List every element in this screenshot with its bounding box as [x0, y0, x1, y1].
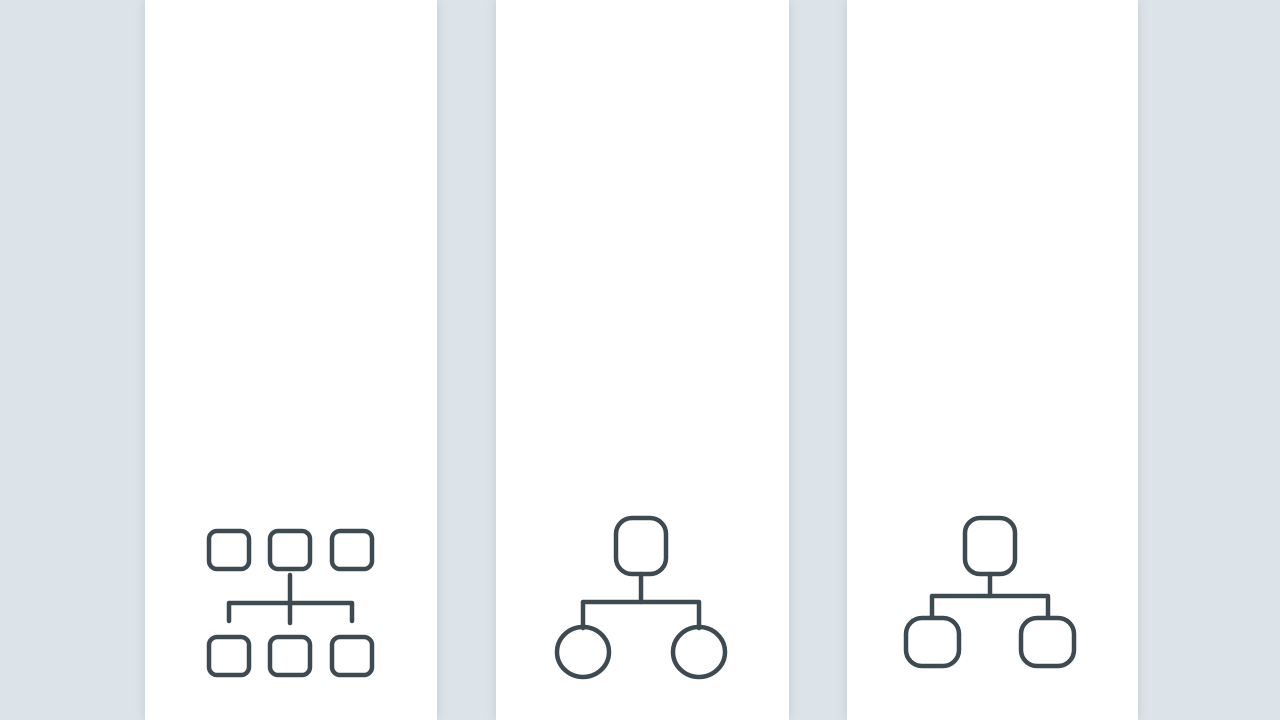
hierarchy-circles-icon — [554, 515, 728, 680]
panel-flat-network — [145, 0, 437, 720]
panel-hierarchy-rounded — [847, 0, 1138, 720]
panel-hierarchy-circles — [496, 0, 789, 720]
flat-network-icon — [206, 528, 375, 678]
hierarchy-rounded-icon — [903, 515, 1077, 669]
